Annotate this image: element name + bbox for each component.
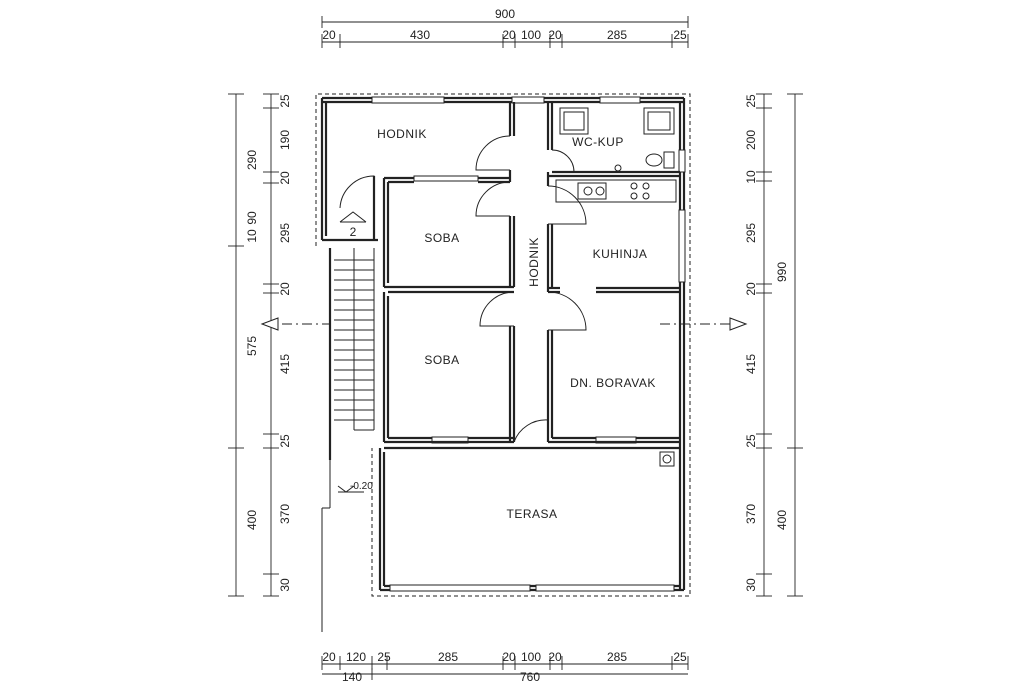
door-terasa-arc — [513, 419, 549, 443]
section-marker-left-icon — [260, 317, 279, 331]
bottom-dim-7: 20 — [548, 650, 562, 664]
top-dim-2: 430 — [410, 28, 430, 42]
top-dim-3: 20 — [502, 28, 516, 42]
washer-icon — [643, 107, 675, 135]
left-inner-dim-6: 415 — [278, 354, 292, 374]
right-outer-dim-2: 400 — [775, 510, 789, 530]
door-entrance-arc — [339, 175, 375, 209]
bottom-dim-4: 285 — [438, 650, 458, 664]
room-wc: WC-KUP — [572, 135, 624, 149]
terasa-chimney — [659, 451, 675, 467]
left-inner-dim-1: 25 — [278, 94, 292, 108]
right-inner-dim-7: 25 — [744, 434, 758, 448]
left-inner-dim-9: 30 — [278, 578, 292, 592]
bottom-dim-1: 20 — [322, 650, 336, 664]
door-soba-2-arc — [479, 291, 515, 327]
wc-fixtures — [559, 107, 675, 172]
top-dim-7: 25 — [673, 28, 687, 42]
bottom-dim-8: 285 — [607, 650, 627, 664]
left-inner-dim-8: 370 — [278, 504, 292, 524]
window-terasa-bottom-left — [389, 584, 531, 592]
right-inner-dim-3: 10 — [744, 170, 758, 184]
drain-icon — [614, 164, 622, 172]
top-dim-6: 285 — [607, 28, 627, 42]
room-kuhinja: KUHINJA — [593, 247, 648, 261]
door-kuhinja-arc — [547, 185, 587, 225]
section-markers — [260, 317, 748, 331]
bottom-dim-9: 25 — [673, 650, 687, 664]
window-wc — [599, 96, 641, 104]
right-inner-dim-5: 20 — [744, 282, 758, 296]
staircase — [321, 248, 375, 632]
window-soba-1 — [413, 175, 479, 182]
window-kuhinja-right — [678, 209, 686, 283]
room-terasa: TERASA — [506, 507, 557, 521]
room-hodnik-vertical: HODNIK — [527, 237, 541, 287]
bottom-total-right: 760 — [520, 670, 540, 683]
top-dimension-chain: 900 20 430 20 100 20 285 25 — [321, 7, 689, 48]
section-marker-right-icon — [729, 317, 748, 331]
bottom-dim-5: 20 — [502, 650, 516, 664]
chimney-icon — [659, 451, 675, 467]
door-hodnik-arc — [475, 135, 511, 171]
right-outer-dim-1: 990 — [775, 262, 789, 282]
sink-icon — [577, 182, 607, 200]
right-inner-dim-4: 295 — [744, 223, 758, 243]
bottom-dim-6: 100 — [521, 650, 541, 664]
window-hodnik — [371, 96, 445, 104]
door-wc-arc — [551, 149, 575, 173]
right-inner-dim-1: 25 — [744, 94, 758, 108]
top-dim-1: 20 — [322, 28, 336, 42]
room-hodnik-top: HODNIK — [377, 127, 427, 141]
room-dnevni-boravak: DN. BORAVAK — [570, 376, 656, 390]
stove-burner-icon — [630, 182, 638, 190]
left-inner-dim-4: 295 — [278, 223, 292, 243]
right-dimension-chains: 25 200 10 295 20 415 25 370 30 990 400 — [744, 93, 803, 597]
left-dimension-chains: 290 90 10 575 400 25 190 20 295 20 415 2… — [228, 93, 292, 597]
left-outer-dim-2: 90 — [245, 211, 259, 225]
stair-treads — [334, 259, 374, 421]
bottom-total-left: 140 — [342, 670, 362, 683]
left-inner-dim-7: 25 — [278, 434, 292, 448]
left-outer-dim-5: 400 — [245, 510, 259, 530]
left-outer-dim-3: 10 — [245, 229, 259, 243]
stair-number: 2 — [350, 225, 357, 239]
top-total-dim: 900 — [495, 7, 515, 21]
window-wc-right — [678, 149, 686, 173]
top-dim-5: 20 — [548, 28, 562, 42]
right-inner-dim-6: 415 — [744, 354, 758, 374]
outer-boundary — [315, 93, 691, 597]
doors — [339, 135, 587, 443]
bottom-dimension-chain: 20 120 25 285 20 100 20 285 25 140 760 — [321, 650, 689, 683]
left-inner-dim-2: 190 — [278, 130, 292, 150]
window-terasa-bottom-right — [535, 584, 675, 592]
level-value: -0.20 — [350, 481, 373, 492]
top-dim-4: 100 — [521, 28, 541, 42]
toilet-icon — [645, 153, 663, 167]
right-inner-dim-9: 30 — [744, 578, 758, 592]
left-inner-dim-3: 20 — [278, 171, 292, 185]
door-boravak-arc — [547, 291, 587, 331]
kitchen-counter — [555, 179, 677, 203]
level-mark: -0.20 — [337, 481, 373, 493]
stair-direction-marker: 2 — [339, 211, 367, 239]
door-soba-1-arc — [475, 181, 511, 217]
right-inner-dim-8: 370 — [744, 504, 758, 524]
room-labels: HODNIK WC-KUP SOBA HODNIK KUHINJA SOBA D… — [377, 127, 656, 521]
shower-icon — [559, 107, 589, 135]
left-outer-dim-4: 575 — [245, 336, 259, 356]
left-inner-dim-5: 20 — [278, 282, 292, 296]
left-outer-dim-1: 290 — [245, 150, 259, 170]
window-top-middle — [511, 96, 545, 104]
room-soba-1: SOBA — [424, 231, 459, 245]
bottom-dim-2: 120 — [346, 650, 366, 664]
room-soba-2: SOBA — [424, 353, 459, 367]
bottom-dim-3: 25 — [377, 650, 391, 664]
up-arrow-icon — [339, 211, 367, 223]
right-inner-dim-2: 200 — [744, 130, 758, 150]
